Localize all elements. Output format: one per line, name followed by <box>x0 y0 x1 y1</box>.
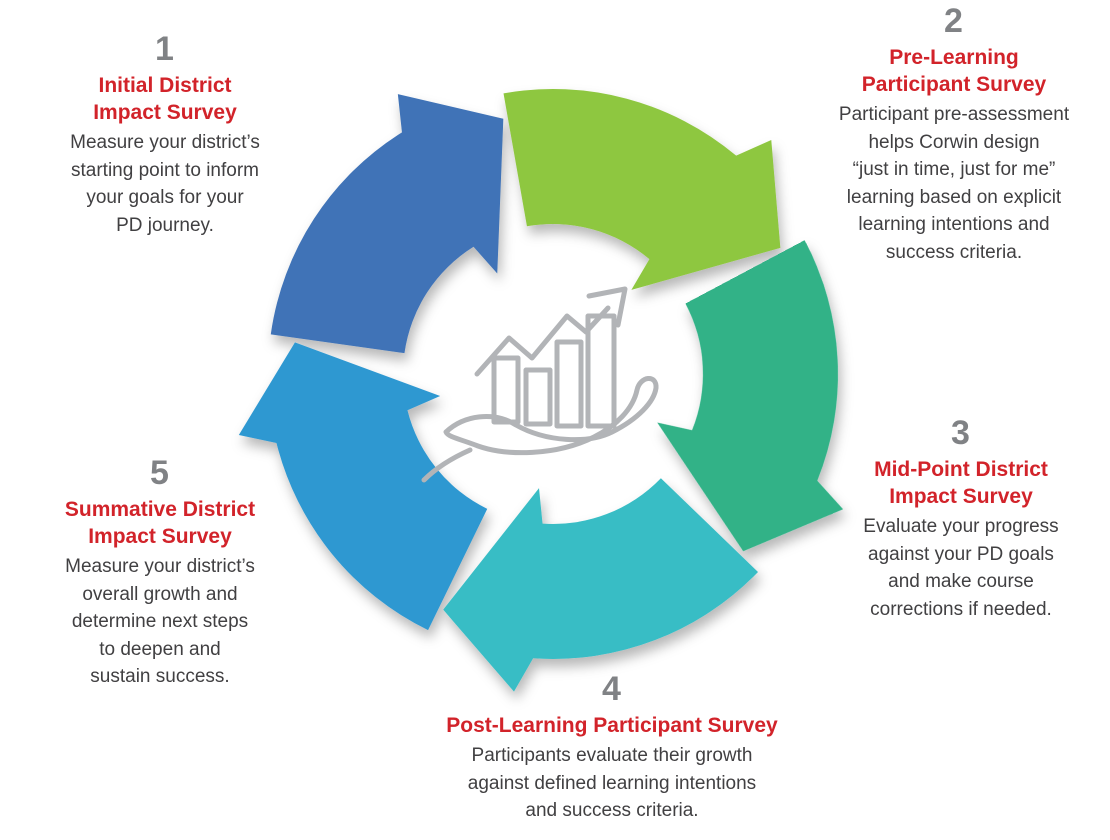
step-5-description: Measure your district’s overall growth a… <box>65 556 255 688</box>
bar-1 <box>491 355 521 425</box>
step-4-description: Participants evaluate their growth again… <box>467 744 757 822</box>
step-1: 1 Initial District Impact Survey Measure… <box>25 30 305 239</box>
step-4-number: 4 <box>602 670 622 708</box>
hand-outline <box>443 376 659 456</box>
step-4-title: Post-Learning Participant Survey <box>446 713 778 737</box>
step-1-title: Initial District Impact Survey <box>93 73 237 124</box>
step-2-number: 2 <box>944 2 964 40</box>
cycle-arrow-step-1 <box>270 81 521 365</box>
step-3-number: 3 <box>951 414 971 452</box>
step-5: 5 Summative District Impact Survey Measu… <box>25 454 295 691</box>
cycle-arrow-step-2 <box>503 48 793 306</box>
step-2: 2 Pre-Learning Participant Survey Partic… <box>808 2 1100 267</box>
step-2-title: Pre-Learning Participant Survey <box>861 45 1047 96</box>
step-1-description: Measure your district’s starting point t… <box>70 132 260 236</box>
step-2-description: Participant pre-assessment helps Corwin … <box>838 104 1070 264</box>
trend-arrowhead-icon <box>586 286 628 328</box>
bar-2 <box>523 367 553 427</box>
step-1-number: 1 <box>155 30 175 68</box>
step-5-number: 5 <box>150 454 170 492</box>
step-3: 3 Mid-Point District Impact Survey Evalu… <box>833 414 1089 623</box>
step-5-title: Summative District Impact Survey <box>64 497 256 548</box>
step-4: 4 Post-Learning Participant Survey Parti… <box>412 670 812 825</box>
step-3-title: Mid-Point District Impact Survey <box>874 457 1048 508</box>
step-3-description: Evaluate your progress against your PD g… <box>863 516 1059 620</box>
bar-4 <box>585 313 617 429</box>
growth-chart-hand-icon <box>421 286 659 483</box>
wrist-line <box>421 447 473 483</box>
bar-3 <box>554 339 584 429</box>
